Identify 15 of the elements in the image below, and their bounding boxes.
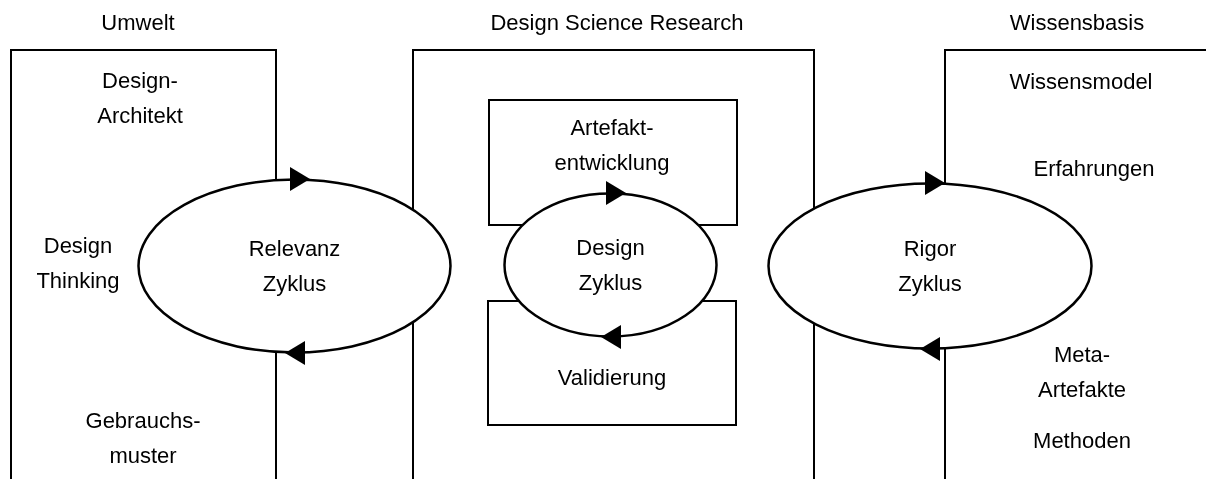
text-label: Design Science Research bbox=[489, 8, 745, 37]
text-label: Validierung bbox=[556, 363, 668, 392]
text-label: Erfahrungen bbox=[1032, 154, 1156, 183]
text-label: Umwelt bbox=[100, 8, 176, 37]
cycle-label: Rigor Zyklus bbox=[897, 235, 963, 298]
text-label: Wissensbasis bbox=[1008, 8, 1146, 37]
text-label: Methoden bbox=[1032, 426, 1132, 455]
cycle-label: Design Zyklus bbox=[575, 234, 646, 297]
text-label: Meta-Artefakte bbox=[1036, 340, 1127, 404]
cycle-label: Relevanz Zyklus bbox=[247, 235, 342, 298]
text-label: Wissensmodel bbox=[1008, 67, 1154, 96]
text-label: Design Thinking bbox=[35, 231, 121, 295]
text-label: Artefakt-entwicklung bbox=[553, 113, 671, 177]
text-label: Design-Architekt bbox=[96, 66, 184, 130]
text-label: Gebrauchs-muster bbox=[84, 406, 202, 470]
